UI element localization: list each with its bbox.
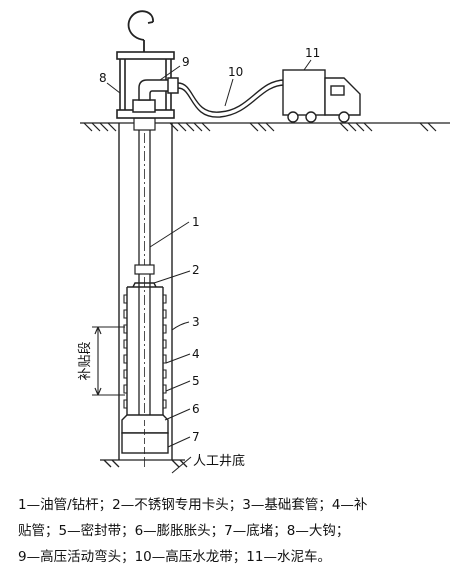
high-pressure-hose [177,79,286,118]
label-11: 11 [305,46,320,60]
label-6: 6 [192,402,200,416]
swivel-elbow [132,77,179,113]
expansion-head [121,414,169,434]
stainless-clamp [134,264,155,275]
bottom-plug [121,432,169,454]
cement-truck [282,69,361,123]
well-bottom [100,459,188,468]
label-2: 2 [192,263,200,277]
pipe-collar-top [133,117,156,131]
well-bottom-label: 人工井底 [193,453,245,469]
label-4: 4 [192,347,200,361]
big-hook [127,10,154,52]
repair-section-label: 补贴段 [78,341,93,380]
sealing-band [123,294,167,409]
label-9: 9 [182,55,190,69]
figure-caption: 1—油管/钻杆；2—不锈钢专用卡头；3—基础套管；4—补 贴管；5—密封带；6—… [18,492,438,570]
part-number-labels: 1 2 3 4 5 6 7 8 9 10 11 [99,46,320,444]
label-8: 8 [99,71,107,85]
repair-section-dimension [92,326,125,396]
caption-line-1: 1—油管/钻杆；2—不锈钢专用卡头；3—基础套管；4—补 [18,497,368,513]
label-1: 1 [192,215,200,229]
label-5: 5 [192,374,200,388]
well-repair-diagram: 补贴段 1 2 3 4 5 6 7 8 9 10 11 人工井底 [78,10,450,474]
label-10: 10 [228,65,243,79]
patch-pipe [126,282,164,420]
label-3: 3 [192,315,200,329]
label-7: 7 [192,430,200,444]
caption-line-3: 9—高压活动弯头；10—高压水龙带；11—水泥车。 [18,549,331,565]
caption-line-2: 贴管；5—密封带；6—膨胀胀头；7—底堵；8—大钩； [18,523,350,539]
base-casing [118,123,173,460]
leader-lines [106,59,312,474]
